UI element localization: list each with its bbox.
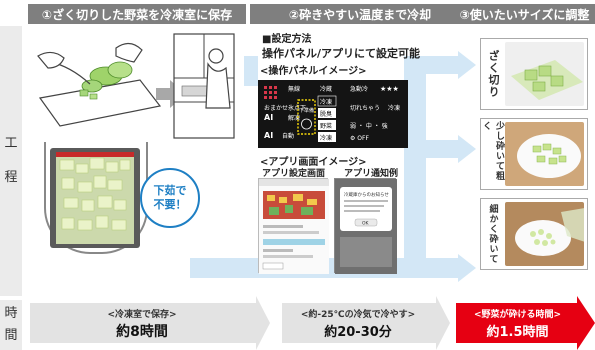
step1-header: ①ざく切りした野菜を冷凍室に保存 [28, 4, 246, 24]
size-label-coarse: 少し砕いて粗く [481, 121, 504, 181]
svg-text:自動: 自動 [282, 132, 294, 140]
svg-text:下準備: 下準備 [299, 107, 314, 114]
flow-arrow-upper-head [458, 51, 476, 79]
bubble-line: 不要！ [153, 198, 187, 211]
svg-text:野菜: 野菜 [320, 122, 332, 130]
frozen-vegetable-bag-photo [50, 148, 140, 248]
svg-text:冷蔵庫からのお知らせ: 冷蔵庫からのお知らせ [344, 191, 389, 198]
svg-text:解凍: 解凍 [288, 114, 300, 122]
time-arrow-cooling: <約-25℃の冷気で冷やす> 約20-30分 [282, 296, 450, 350]
no-parboil-bubble: 下茹で 不要！ [140, 168, 200, 228]
settings-method-subtitle: 操作パネル/アプリにて設定可能 [262, 47, 421, 60]
time-arrow-body [282, 303, 436, 343]
size-label-rough: ざく切り [487, 50, 500, 98]
time-arrow-freezer: <冷凍室で保存> 約8時間 [30, 296, 270, 350]
process-label-char: 工 [4, 136, 18, 151]
time-arrow-body [30, 303, 256, 343]
process-label: 工 程 [0, 26, 22, 296]
cutting-and-fridge-illustration [37, 33, 235, 139]
size-card-coarse: 少し砕いて粗く [480, 118, 588, 190]
control-panel-graphic: 無線 冷蔵 急動冷 ★★★ おまかせ 氷点下 切れちゃう 冷凍 AI 解凍 AI… [258, 80, 408, 148]
svg-text:AI: AI [264, 113, 273, 122]
step3-header: ③使いたいサイズに調整 [454, 4, 595, 24]
svg-text:★★★: ★★★ [380, 85, 399, 93]
step2-header: ②砕きやすい温度まで冷却 [250, 4, 470, 24]
svg-text:⚙ OFF: ⚙ OFF [350, 135, 369, 142]
time-crushable-caption: <野菜が砕ける時間> [473, 310, 562, 320]
time-arrow-head [436, 296, 450, 350]
svg-text:冷凍: 冷凍 [388, 104, 400, 112]
bubble-line: 下茹で [153, 184, 187, 197]
time-freezer-caption: <冷凍室で保存> [107, 310, 177, 320]
app-notification-graphic: 冷蔵庫からのお知らせ OK [335, 179, 397, 274]
svg-text:おまかせ: おまかせ [264, 105, 288, 112]
app-notification-screenshot: 冷蔵庫からのお知らせ OK [334, 178, 397, 274]
time-arrow-head [577, 296, 595, 350]
fine-crushed-cabbage-image [505, 202, 584, 266]
flow-arrow-vertical [404, 56, 426, 278]
time-arrow-body [456, 303, 577, 343]
size-card-fine: 細かく砕いて [480, 198, 588, 270]
frozen-cabbage-bag-image [50, 148, 140, 248]
time-label-char: 時 [4, 306, 18, 321]
coarse-crushed-cabbage-photo [505, 122, 584, 186]
svg-text:無線: 無線 [288, 85, 300, 93]
flow-arrow-middle-head [458, 135, 476, 163]
size-label-fine: 細かく砕いて [487, 204, 498, 264]
svg-text:急動冷: 急動冷 [350, 85, 368, 93]
process-label-char: 程 [4, 170, 18, 185]
app-settings-screen-label: アプリ設定画面 [262, 169, 326, 179]
time-cooling-duration: 約20-30分 [324, 325, 392, 340]
fine-crushed-cabbage-photo [505, 202, 584, 266]
time-label: 時 間 [0, 300, 22, 350]
app-screen-caption: <アプリ画面イメージ> [260, 157, 367, 168]
svg-text:氷点下: 氷点下 [288, 104, 306, 112]
control-panel-image: 無線 冷蔵 急動冷 ★★★ おまかせ 氷点下 切れちゃう 冷凍 AI 解凍 AI… [258, 80, 408, 148]
time-label-char: 間 [4, 328, 18, 343]
app-settings-screenshot [258, 178, 329, 274]
svg-text:冷凍: 冷凍 [320, 134, 332, 142]
control-panel-caption: <操作パネルイメージ> [260, 66, 367, 77]
svg-text:冷蔵: 冷蔵 [320, 85, 332, 93]
svg-text:AI: AI [264, 131, 273, 140]
app-settings-screen-graphic [259, 179, 329, 274]
time-arrow-crushable: <野菜が砕ける時間> 約1.5時間 [456, 296, 595, 350]
time-cooling-caption: <約-25℃の冷気で冷やす> [300, 310, 416, 320]
rough-chopped-cabbage-image [505, 42, 584, 106]
flow-arrow-middle-branch [404, 140, 460, 158]
coarse-crushed-cabbage-image [505, 122, 584, 186]
app-notification-label: アプリ通知例 [344, 169, 399, 179]
flow-arrow-from-step1 [244, 56, 258, 86]
svg-text:弱 ・ 中 ・ 強: 弱 ・ 中 ・ 強 [350, 122, 388, 130]
time-crushable-duration: 約1.5時間 [486, 325, 549, 340]
size-card-rough: ざく切り [480, 38, 588, 110]
time-arrow-head [256, 296, 270, 350]
svg-text:脱臭: 脱臭 [320, 110, 332, 118]
svg-text:冷凍: 冷凍 [320, 98, 332, 106]
time-freezer-duration: 約8時間 [116, 324, 168, 340]
rough-chopped-cabbage-photo [505, 42, 584, 106]
flow-arrow-upper-branch [404, 56, 460, 74]
settings-method-title: ■設定方法 [262, 34, 312, 45]
svg-text:OK: OK [362, 221, 370, 227]
flow-arrow-lower-head [458, 254, 476, 282]
svg-text:切れちゃう: 切れちゃう [350, 105, 380, 112]
